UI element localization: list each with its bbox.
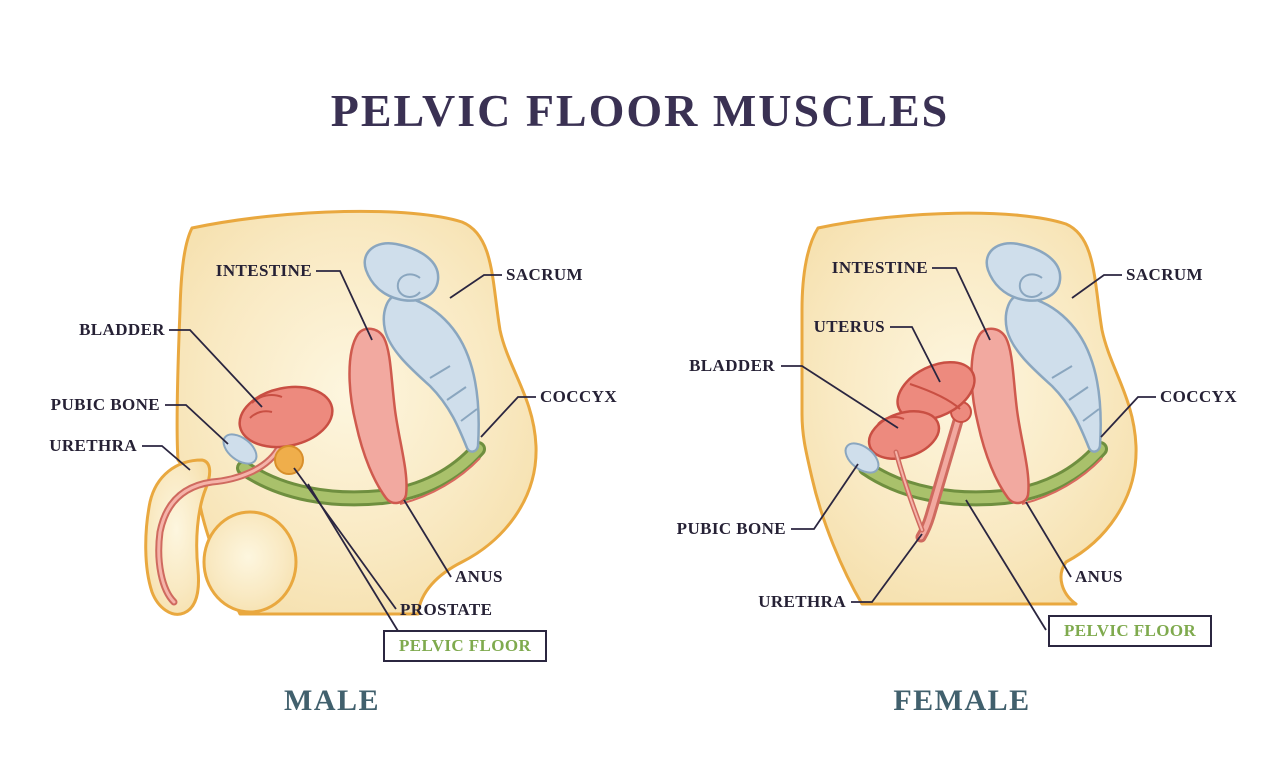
- bladder-female: [867, 410, 941, 460]
- leader-coccyx-female: [1100, 396, 1156, 438]
- leader-pubic-bone-male: [165, 404, 229, 445]
- page-title: PELVIC FLOOR MUSCLES: [330, 85, 950, 136]
- pubic-bone-male: [222, 433, 258, 465]
- leader-intestine-male: [316, 270, 373, 341]
- label-urethra-female: URETHRA: [758, 592, 846, 611]
- uterus: [896, 360, 976, 423]
- leader-anus-female: [1025, 501, 1072, 578]
- label-uterus-female: UTERUS: [813, 317, 885, 336]
- label-intestine-male: INTESTINE: [215, 261, 312, 280]
- female-figure: [781, 211, 1156, 631]
- leader-bladder-male: [169, 329, 263, 408]
- leader-coccyx-male: [480, 396, 536, 438]
- leader-lines-male: [142, 270, 536, 632]
- pelvic-floor-box-male: PELVIC FLOOR: [383, 630, 548, 662]
- leader-prostate-male: [293, 467, 397, 610]
- label-prostate-male: PROSTATE: [400, 600, 493, 619]
- leader-sacrum-female: [1071, 274, 1122, 299]
- label-bladder-female: BLADDER: [689, 356, 775, 375]
- leader-uterus-female: [890, 326, 941, 383]
- label-sacrum-male: SACRUM: [506, 265, 584, 284]
- leader-intestine-female: [932, 267, 991, 341]
- label-sacrum-female: SACRUM: [1126, 265, 1204, 284]
- scrotum: [202, 510, 298, 614]
- caption-female: FEMALE: [893, 684, 1031, 717]
- leader-pelvic-floor-male: [307, 483, 399, 632]
- label-coccyx-male: COCCYX: [540, 387, 618, 406]
- urethra-male: [155, 442, 284, 606]
- label-anus-female: ANUS: [1075, 567, 1123, 586]
- label-pubic-bone-male: PUBIC BONE: [50, 395, 160, 414]
- label-pubic-bone-female: PUBIC BONE: [676, 519, 786, 538]
- pelvic-floor-label-female: PELVIC FLOOR: [1064, 621, 1197, 640]
- caption-male: MALE: [284, 684, 380, 717]
- leader-bladder-female: [781, 365, 899, 429]
- leader-sacrum-male: [449, 274, 502, 299]
- leader-urethra-male: [142, 445, 191, 471]
- leader-lines-female: [781, 267, 1156, 631]
- leader-pubic-bone-female: [791, 463, 859, 530]
- male-figure: [142, 209, 538, 632]
- bladder-male: [238, 385, 334, 449]
- label-anus-male: ANUS: [455, 567, 503, 586]
- pelvic-floor-label-male: PELVIC FLOOR: [399, 636, 532, 655]
- prostate-gland: [274, 445, 304, 475]
- label-intestine-female: INTESTINE: [831, 258, 928, 277]
- pelvic-floor-box-female: PELVIC FLOOR: [1048, 615, 1213, 647]
- leader-pelvic-floor-female: [965, 499, 1047, 631]
- label-urethra-male: URETHRA: [49, 436, 137, 455]
- label-bladder-male: BLADDER: [79, 320, 165, 339]
- leader-urethra-female: [851, 533, 923, 603]
- urethra-female: [893, 449, 925, 533]
- leader-anus-male: [403, 499, 452, 578]
- label-coccyx-female: COCCYX: [1160, 387, 1238, 406]
